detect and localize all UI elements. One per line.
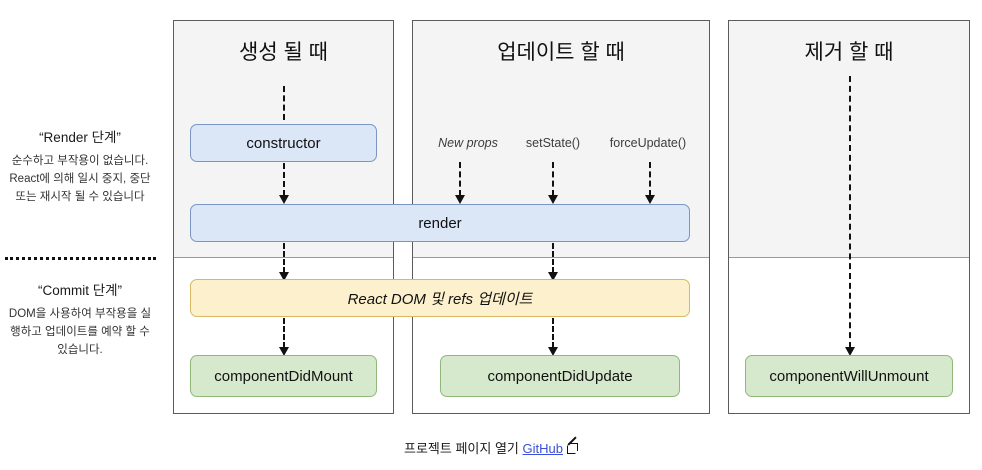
commit-phase-description: “Commit 단계” DOM을 사용하여 부작용을 실행하고 업데이트를 예약… [0,281,160,359]
node-render: render [190,204,690,242]
render-phase-body: 순수하고 부작용이 없습니다. React에 의해 일시 중지, 중단 또는 재… [9,155,151,203]
github-link-label: GitHub [522,441,563,456]
phase-divider-dotted [5,257,156,260]
footer-project-link: 프로젝트 페이지 열기 GitHub [0,436,982,457]
trigger-new-props: New props [438,136,498,150]
github-link[interactable]: GitHub [523,441,563,456]
arrow-force-update-to-render [643,162,657,204]
trigger-set-state: setState() [525,136,581,150]
node-component-will-unmount: componentWillUnmount [745,355,953,397]
column-title-updating: 업데이트 할 때 [497,41,625,64]
render-phase-description: “Render 단계” 순수하고 부작용이 없습니다. React에 의해 일시… [0,128,160,206]
arrow-new-props-to-render [453,162,467,204]
footer-text: 프로젝트 페이지 열기 [404,441,519,456]
arrow-render-to-dom-updating [546,243,560,281]
node-component-did-mount: componentDidMount [190,355,377,397]
node-constructor: constructor [190,124,377,162]
column-title-mounting: 생성 될 때 [239,41,328,64]
trigger-force-update: forceUpdate() [609,136,687,150]
external-link-icon [566,436,578,454]
arrow-dom-to-did-update [546,318,560,356]
arrow-to-constructor [277,86,291,120]
commit-phase-body: DOM을 사용하여 부작용을 실행하고 업데이트를 예약 할 수 있습니다. [8,308,152,356]
arrow-dom-to-did-mount [277,318,291,356]
arrow-set-state-to-render [546,162,560,204]
arrow-render-to-dom-mounting [277,243,291,281]
node-react-dom-refs-update: React DOM 및 refs 업데이트 [190,279,690,317]
render-phase-title: “Render 단계” [39,130,121,145]
arrow-constructor-to-render [277,163,291,204]
arrow-to-will-unmount [843,76,857,356]
commit-phase-title: “Commit 단계” [37,283,123,298]
column-title-unmounting: 제거 할 때 [804,41,894,64]
node-component-did-update: componentDidUpdate [440,355,680,397]
